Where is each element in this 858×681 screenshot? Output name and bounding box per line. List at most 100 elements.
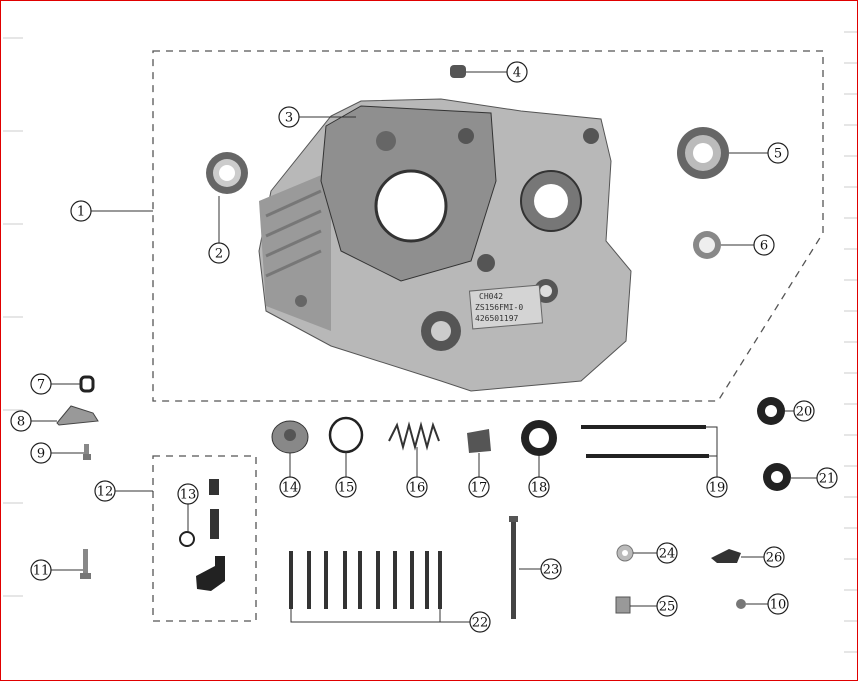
- callout-number: 9: [37, 447, 45, 462]
- callout-circle: [406, 476, 428, 498]
- callout-15: 15: [335, 476, 357, 498]
- callout-circle: [30, 373, 52, 395]
- callout-circle: [656, 542, 678, 564]
- callout-12: 12: [94, 480, 116, 502]
- callout-number: 25: [659, 600, 676, 615]
- callout-number: 6: [760, 239, 768, 254]
- callout-23: 23: [540, 558, 562, 580]
- callout-circle: [753, 234, 775, 256]
- callout-number: 21: [819, 472, 836, 487]
- callout-circle: [469, 611, 491, 633]
- part-banjo-bolt: [615, 596, 631, 614]
- part-drain-plug: [271, 420, 309, 454]
- callout-20: 20: [793, 400, 815, 422]
- callout-circle: [468, 476, 490, 498]
- callout-number: 10: [770, 598, 787, 613]
- callout-number: 2: [215, 247, 223, 262]
- callout-number: 23: [543, 563, 560, 578]
- callout-5: 5: [767, 142, 789, 164]
- leader-lines: [31, 71, 817, 623]
- callout-7: 7: [30, 373, 52, 395]
- callout-number: 13: [180, 488, 197, 503]
- callout-number: 16: [409, 481, 426, 496]
- callout-number: 4: [513, 66, 521, 81]
- callout-24: 24: [656, 542, 678, 564]
- callout-14: 14: [279, 476, 301, 498]
- part-oil-seal: [521, 420, 557, 456]
- callout-circle: [528, 476, 550, 498]
- part-breather: [179, 479, 225, 591]
- callout-number: 12: [97, 485, 114, 500]
- crankcase-assembly-outline: [152, 50, 824, 402]
- part-o-ring: [328, 416, 364, 454]
- callout-8: 8: [10, 410, 32, 432]
- callout-4: 4: [506, 61, 528, 83]
- callout-circle: [506, 61, 528, 83]
- part-bolt-long: [80, 549, 91, 579]
- callout-circle: [767, 593, 789, 615]
- callout-18: 18: [528, 476, 550, 498]
- callout-circle: [656, 595, 678, 617]
- callout-circle: [540, 558, 562, 580]
- callout-1: 1: [70, 200, 92, 222]
- part-clamp: [711, 549, 741, 563]
- plate-line-1: CH042: [479, 292, 503, 301]
- part-bearing-right: [677, 127, 729, 179]
- part-plate: [56, 405, 99, 426]
- callout-3: 3: [278, 106, 300, 128]
- callout-21: 21: [816, 467, 838, 489]
- callout-26: 26: [763, 546, 785, 568]
- callout-number: 3: [285, 111, 293, 126]
- callout-10: 10: [767, 593, 789, 615]
- callout-circle: [793, 400, 815, 422]
- callout-number: 22: [472, 616, 489, 631]
- callout-number: 26: [766, 551, 783, 566]
- callout-6: 6: [753, 234, 775, 256]
- callout-circle: [30, 559, 52, 581]
- callout-9: 9: [30, 442, 52, 464]
- part-seal-20: [757, 397, 785, 425]
- callout-number: 7: [37, 378, 45, 393]
- callout-number: 11: [33, 564, 50, 579]
- callout-circle: [94, 480, 116, 502]
- part-bushing: [693, 231, 721, 259]
- callout-number: 8: [17, 415, 25, 430]
- part-spring: [388, 421, 440, 451]
- callout-number: 17: [471, 481, 488, 496]
- callout-2: 2: [208, 242, 230, 264]
- callout-number: 14: [282, 481, 299, 496]
- callout-circle: [177, 483, 199, 505]
- callout-16: 16: [406, 476, 428, 498]
- edge-ticks: [3, 31, 857, 653]
- part-seal-21: [763, 463, 791, 491]
- crankcase: CH042 ZS156FMI-0 426501197: [258, 98, 632, 392]
- callout-19: 19: [706, 476, 728, 498]
- callout-circle: [279, 476, 301, 498]
- callout-22: 22: [469, 611, 491, 633]
- callout-circle: [763, 546, 785, 568]
- part-bearing-left: [206, 152, 248, 194]
- part-bolt-short: [83, 444, 91, 460]
- callout-circle: [335, 476, 357, 498]
- callout-number: 19: [709, 481, 726, 496]
- callout-circle: [767, 142, 789, 164]
- part-dowel-pin: [450, 65, 466, 78]
- part-long-bolt: [509, 516, 518, 619]
- callout-circle: [10, 410, 32, 432]
- breather-assembly-outline: [152, 455, 257, 622]
- callout-circle: [278, 106, 300, 128]
- callout-circle: [30, 442, 52, 464]
- part-bolt-set: [289, 551, 442, 609]
- callout-25: 25: [656, 595, 678, 617]
- callout-number: 1: [77, 205, 85, 220]
- part-washer: [616, 544, 634, 562]
- callout-circle: [816, 467, 838, 489]
- part-spring-small: [79, 375, 95, 393]
- callout-17: 17: [468, 476, 490, 498]
- part-screw: [736, 599, 746, 609]
- callout-circle: [70, 200, 92, 222]
- callout-circle: [208, 242, 230, 264]
